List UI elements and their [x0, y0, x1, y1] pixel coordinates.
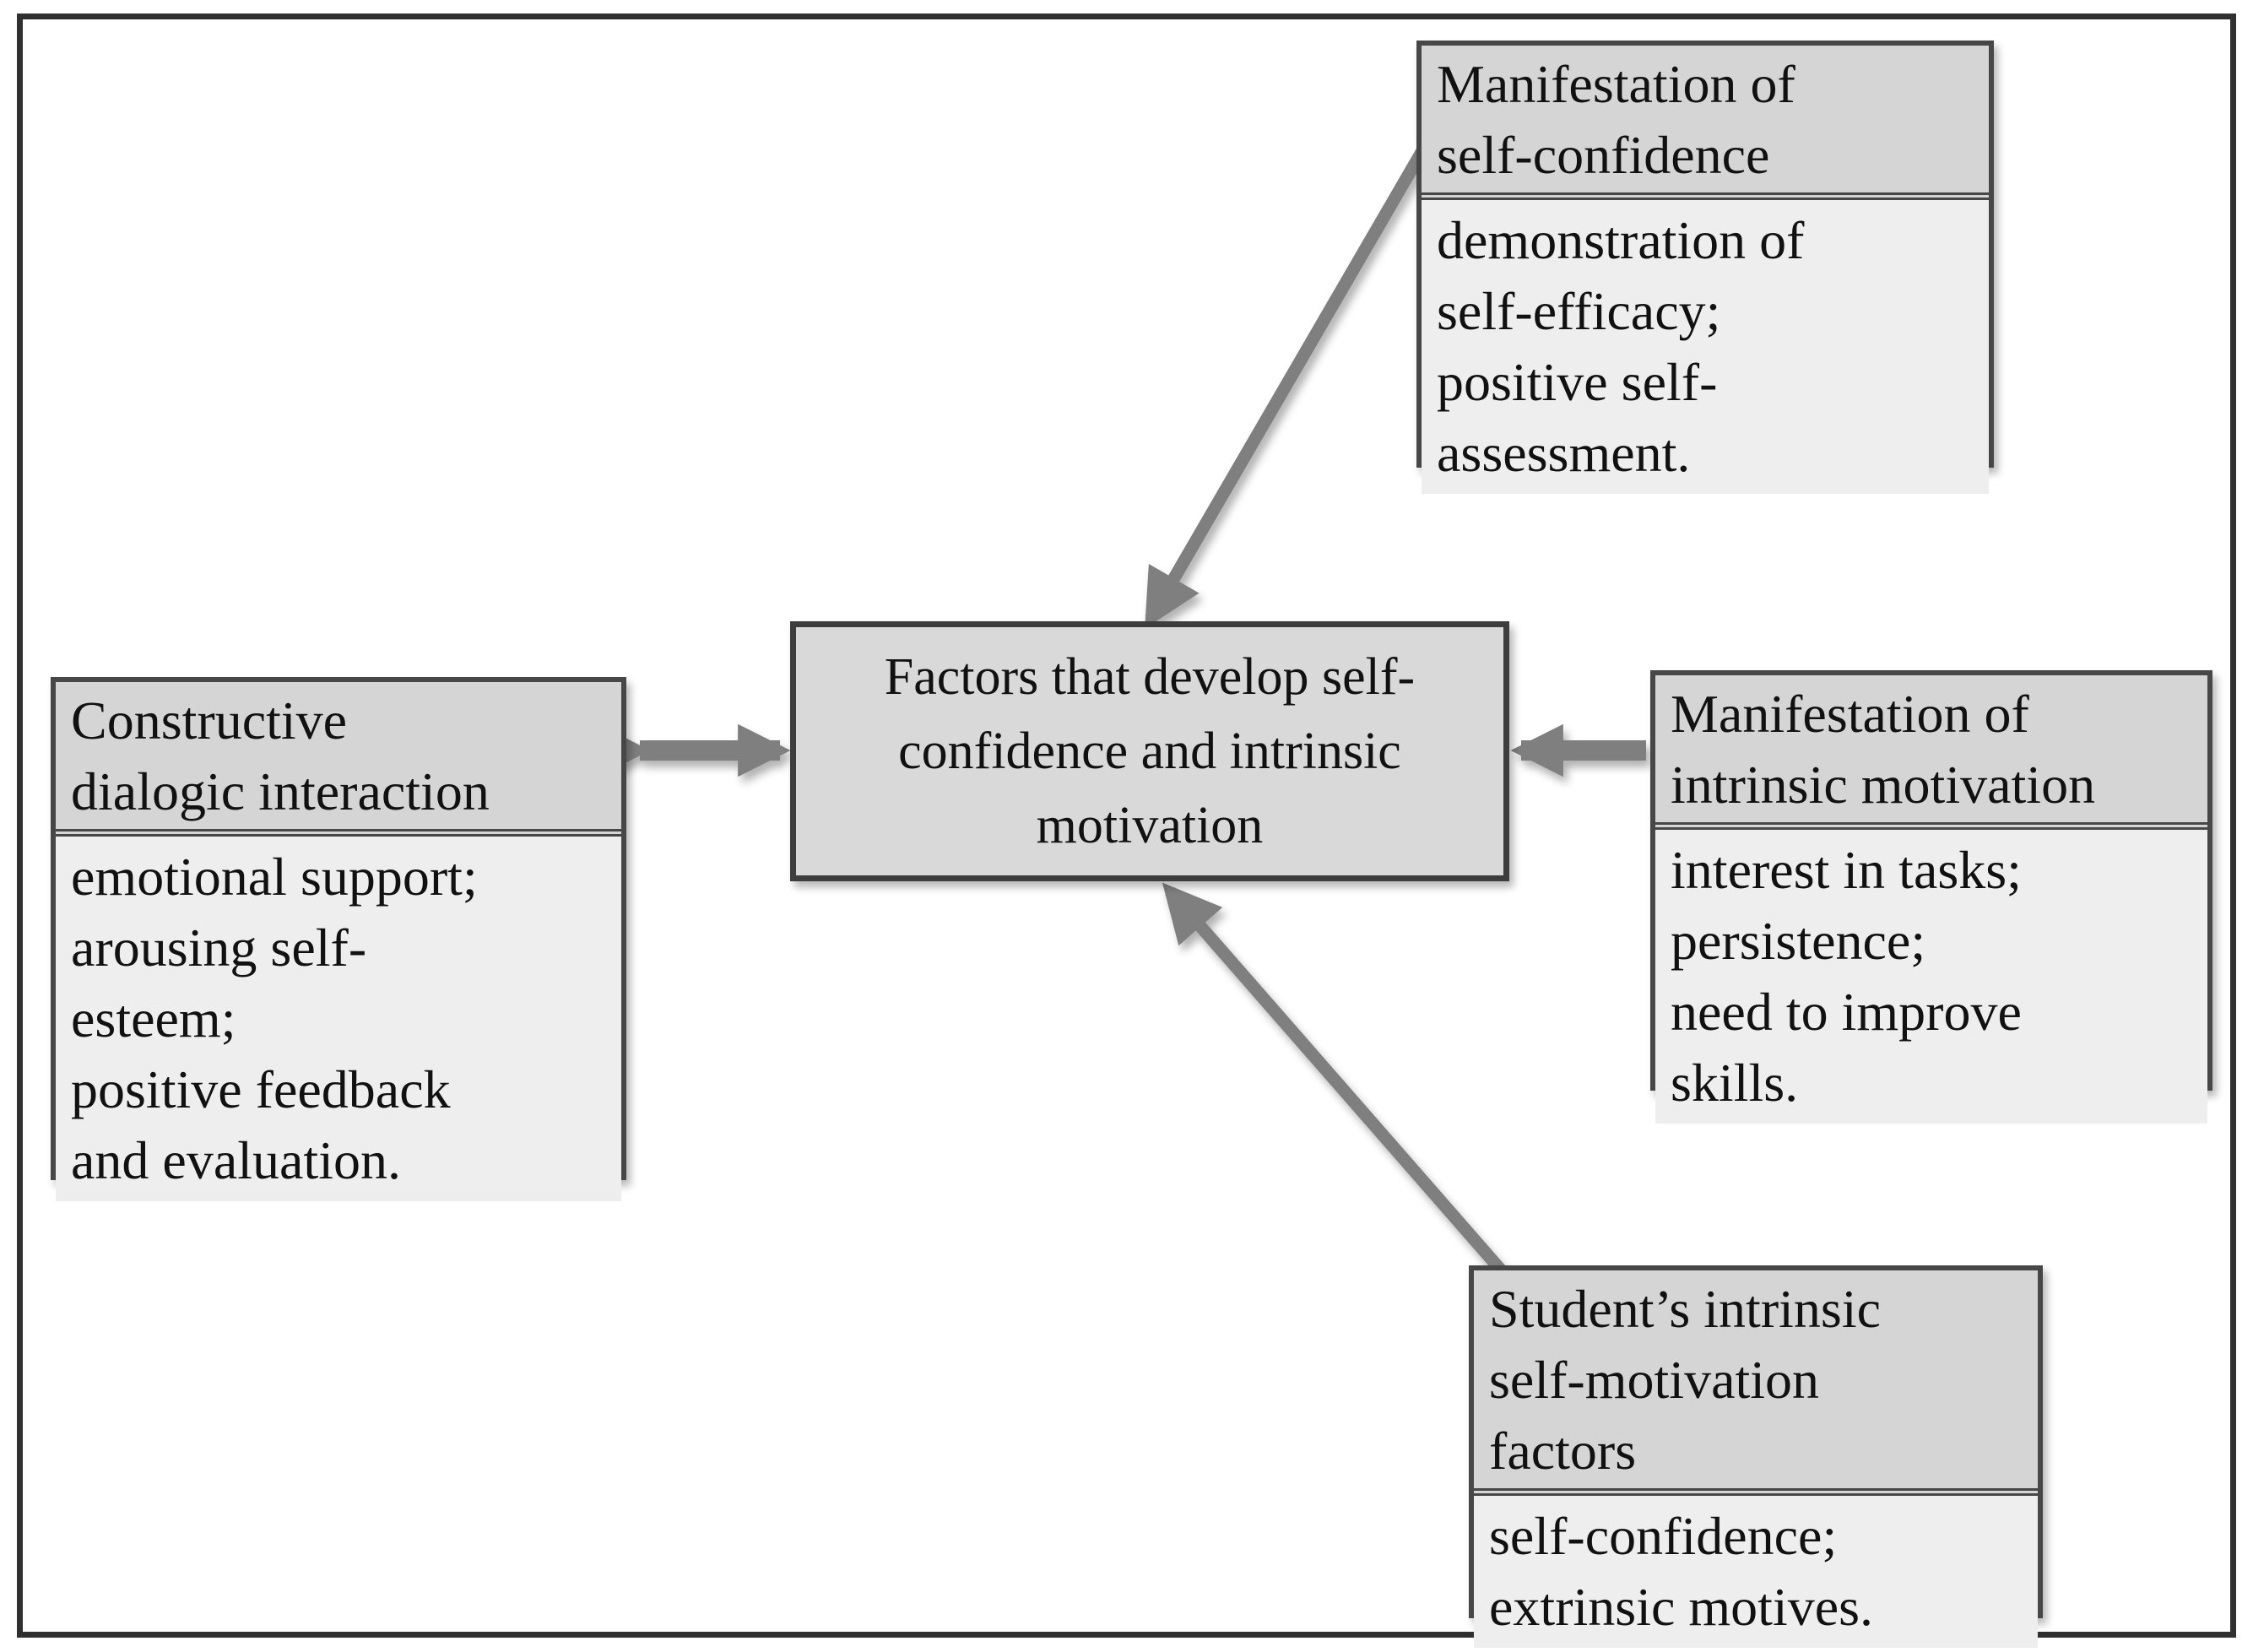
box-header: Manifestation of self-confidence: [1422, 46, 1989, 200]
box-students-intrinsic-self-motivation-factors: Student’s intrinsic self-motivation fact…: [1469, 1265, 2043, 1648]
box-constructive-dialogic-interaction: Constructive dialogic interaction emotio…: [51, 677, 626, 1201]
box-factors-that-develop-self-confidence: Factors that develop self- confidence an…: [790, 621, 1509, 881]
arrow-topright-to-center: [1145, 130, 1438, 629]
box-header: Constructive dialogic interaction: [56, 682, 621, 837]
box-header: Student’s intrinsic self-motivation fact…: [1474, 1270, 2038, 1496]
box-body: self-confidence; extrinsic motives.: [1474, 1496, 2038, 1648]
arrow-bottomright-to-center: [1162, 882, 1514, 1284]
box-body: emotional support; arousing self- esteem…: [56, 837, 621, 1201]
box-header: Manifestation of intrinsic motivation: [1655, 675, 2207, 830]
box-manifestation-of-self-confidence: Manifestation of self-confidence demonst…: [1416, 41, 1994, 494]
box-manifestation-of-intrinsic-motivation: Manifestation of intrinsic motivation in…: [1650, 670, 2212, 1124]
box-body: interest in tasks; persistence; need to …: [1655, 830, 2207, 1124]
box-body: demonstration of self-efficacy; positive…: [1422, 200, 1989, 494]
